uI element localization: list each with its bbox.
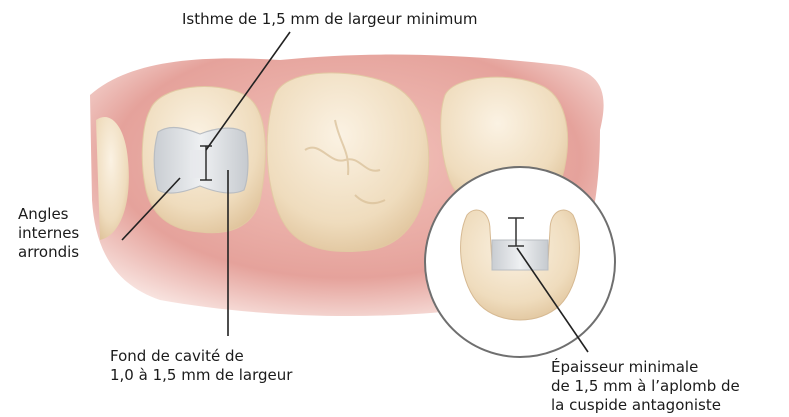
label-cavity-floor-line-2: 1,0 à 1,5 mm de largeur xyxy=(110,366,292,385)
cavity-preparation xyxy=(154,128,248,193)
label-isthmus: Isthme de 1,5 mm de largeur minimum xyxy=(182,10,478,29)
cross-section-inset xyxy=(425,167,615,357)
label-min-thickness-line-2: de 1,5 mm à l’aplomb de xyxy=(551,377,740,396)
label-min-thickness-line-3: la cuspide antagoniste xyxy=(551,396,740,415)
label-internal-angles: Angles internes arrondis xyxy=(18,205,79,262)
label-internal-angles-line-1: Angles xyxy=(18,205,79,224)
label-min-thickness-line-1: Épaisseur minimale xyxy=(551,358,740,377)
label-cavity-floor: Fond de cavité de 1,0 à 1,5 mm de largeu… xyxy=(110,347,292,385)
label-min-thickness: Épaisseur minimale de 1,5 mm à l’aplomb … xyxy=(551,358,740,415)
label-internal-angles-line-2: internes xyxy=(18,224,79,243)
label-cavity-floor-line-1: Fond de cavité de xyxy=(110,347,292,366)
label-internal-angles-line-3: arrondis xyxy=(18,243,79,262)
